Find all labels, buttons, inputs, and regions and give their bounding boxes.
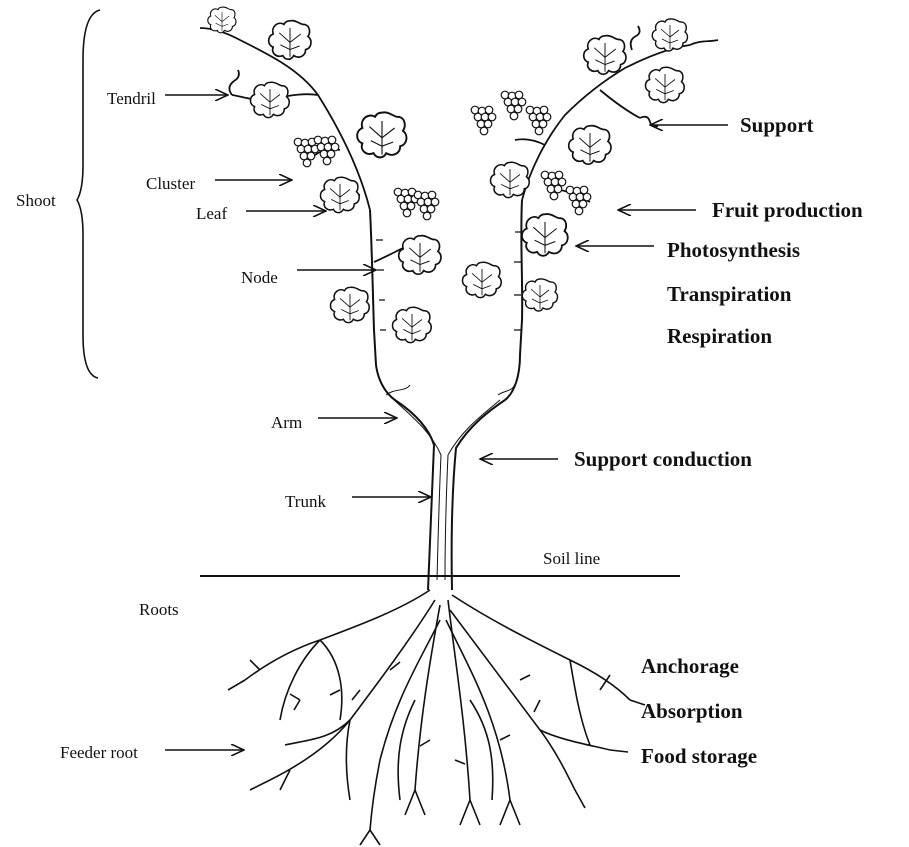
label-arm: Arm xyxy=(271,413,303,432)
function-transpiration: Transpiration xyxy=(667,282,792,306)
label-arrows xyxy=(165,95,728,750)
leaves xyxy=(207,6,689,344)
label-shoot: Shoot xyxy=(16,191,56,210)
root-system xyxy=(227,589,646,846)
shoot-brace xyxy=(76,9,101,379)
function-anchorage: Anchorage xyxy=(641,654,739,678)
label-node: Node xyxy=(241,268,278,287)
label-feeder-root: Feeder root xyxy=(60,743,138,762)
label-cluster: Cluster xyxy=(146,174,196,193)
function-photosynthesis: Photosynthesis xyxy=(667,238,801,262)
label-soil-line: Soil line xyxy=(543,549,601,568)
function-support: Support xyxy=(740,113,814,137)
label-trunk: Trunk xyxy=(285,492,326,511)
label-leaf: Leaf xyxy=(196,204,228,223)
label-roots: Roots xyxy=(139,600,179,619)
function-support-conduction: Support conduction xyxy=(574,447,752,471)
label-tendril: Tendril xyxy=(107,89,156,108)
function-food-storage: Food storage xyxy=(641,744,758,768)
trunk-shape xyxy=(369,199,524,591)
function-fruit-production: Fruit production xyxy=(712,198,863,222)
function-absorption: Absorption xyxy=(641,699,743,723)
function-respiration: Respiration xyxy=(667,324,772,348)
